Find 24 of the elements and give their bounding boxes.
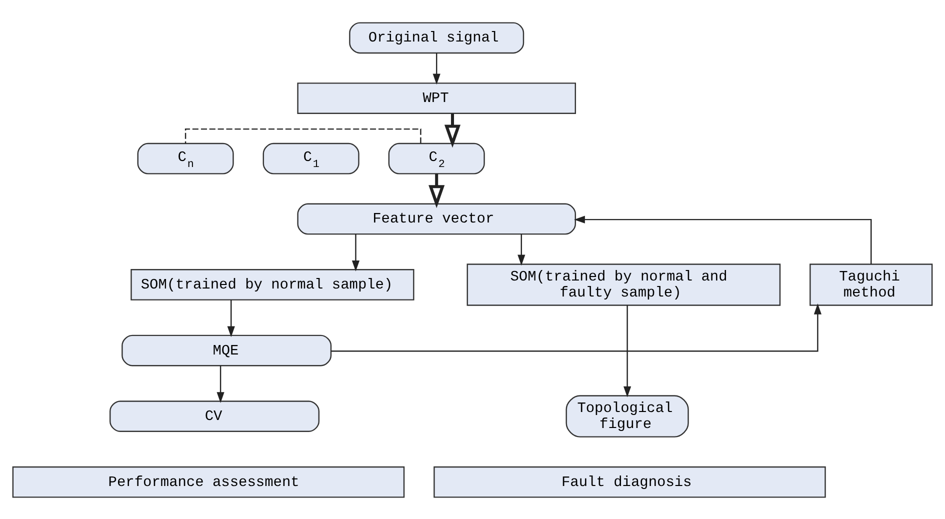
arrow [518, 234, 526, 266]
arrow [432, 52, 440, 84]
node-box: Performance assessment [12, 466, 405, 498]
node-box: Original signal [349, 22, 524, 54]
node-box: Fault diagnosis [434, 466, 826, 498]
arrow [624, 304, 632, 397]
arrow [227, 300, 235, 337]
node-box: Feature vector [297, 202, 576, 234]
arrow [574, 215, 872, 264]
arrow [444, 113, 461, 148]
node-box: MQE [122, 334, 332, 366]
arrow [216, 365, 224, 402]
node-box: WPT [297, 82, 576, 114]
node-box: C$_{n}$ [137, 142, 234, 174]
arrow [331, 303, 822, 352]
node-box: CV [110, 400, 320, 432]
arrow [428, 173, 445, 208]
node-box: Taguchi method [810, 263, 933, 306]
node-box: C$_{2}$ [388, 142, 485, 174]
node-box: Topological figure [566, 394, 689, 437]
node-box: SOM(trained by normal and faulty sample) [466, 263, 781, 306]
arrow [352, 234, 360, 271]
node-box: C$_{1}$ [262, 142, 360, 174]
node-box: SOM(trained by normal sample) [130, 268, 414, 300]
